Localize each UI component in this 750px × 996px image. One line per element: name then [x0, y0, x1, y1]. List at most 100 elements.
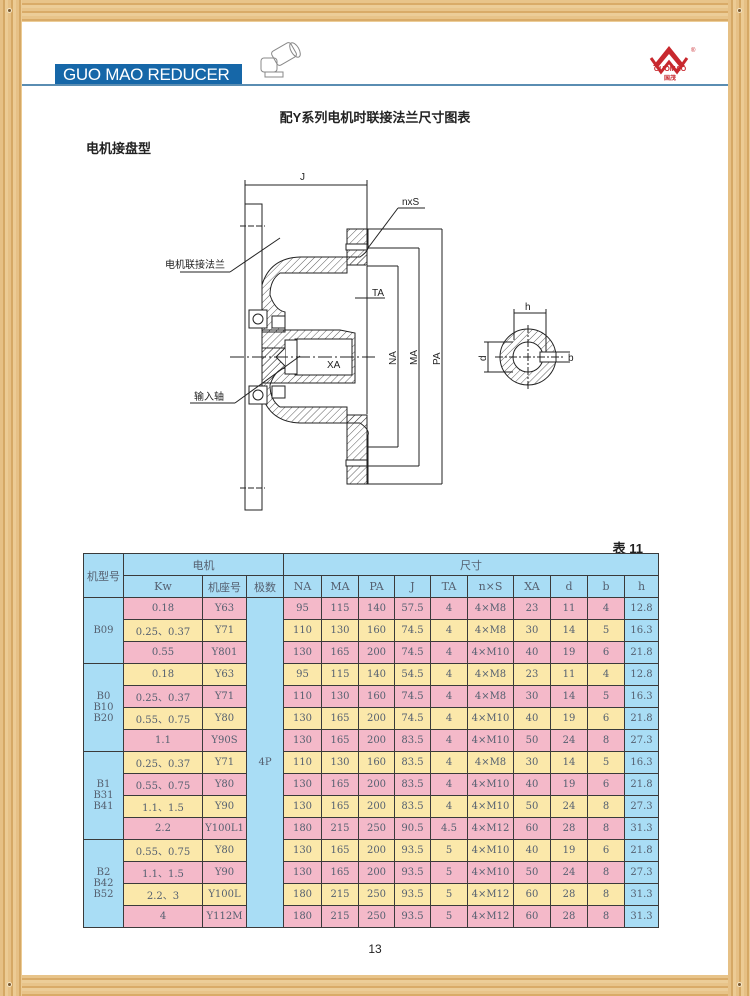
table-cell: 4 — [430, 707, 468, 730]
header-col: NA — [283, 575, 322, 598]
table-cell: 165 — [321, 641, 359, 664]
table-cell: 60 — [513, 817, 551, 840]
table-cell: 74.5 — [394, 707, 431, 730]
table-cell: 40 — [513, 707, 551, 730]
dim-nxS-label: nxS — [402, 197, 420, 208]
table-cell: 165 — [321, 795, 359, 818]
table-cell: 8 — [587, 883, 625, 906]
table-cell: 93.5 — [394, 861, 431, 884]
table-cell: 74.5 — [394, 641, 431, 664]
table-cell: 165 — [321, 729, 359, 752]
table-cell: 23 — [513, 663, 551, 686]
table-cell: 165 — [321, 707, 359, 730]
table-cell: 130 — [283, 861, 322, 884]
dim-b-label: b — [568, 353, 574, 364]
table-cell: 5 — [587, 751, 625, 774]
table-cell: 28 — [550, 905, 588, 928]
table-cell: 4×M8 — [467, 663, 514, 686]
guomao-logo: ® — [649, 46, 696, 75]
table-cell: 12.8 — [624, 597, 659, 620]
table-cell: 14 — [550, 619, 588, 642]
table-cell: 4 — [430, 773, 468, 796]
table-cell: 4×M8 — [467, 751, 514, 774]
wood-frame-top — [0, 0, 750, 22]
dim-MA-label: MA — [409, 350, 420, 365]
table-cell: 4 — [430, 641, 468, 664]
table-cell: 4×M12 — [467, 905, 514, 928]
dim-TA-label: TA — [372, 288, 384, 299]
dim-NA-label: NA — [388, 351, 399, 365]
table-cell: 2.2 — [123, 817, 203, 840]
nail-icon — [737, 8, 742, 13]
table-cell: 130 — [321, 685, 359, 708]
table-cell: 0.25、0.37 — [123, 751, 203, 774]
table-cell: Y63 — [202, 597, 247, 620]
table-cell: 200 — [358, 641, 395, 664]
table-cell: 4 — [123, 905, 203, 928]
model-name: B52 — [93, 889, 114, 900]
model-cell: B09 — [83, 597, 124, 664]
table-cell: 8 — [587, 905, 625, 928]
shaft-label: 输入轴 — [194, 390, 224, 403]
header-col: b — [587, 575, 625, 598]
table-cell: 6 — [587, 773, 625, 796]
table-cell: 160 — [358, 685, 395, 708]
table-cell: 4×M10 — [467, 861, 514, 884]
model-name: B1 — [96, 779, 111, 790]
table-cell: 83.5 — [394, 729, 431, 752]
header-poles: 极数 — [246, 575, 284, 598]
table-cell: 24 — [550, 795, 588, 818]
table-cell: 130 — [321, 751, 359, 774]
table-cell: 110 — [283, 685, 322, 708]
table-cell: 250 — [358, 817, 395, 840]
table-cell: Y90S — [202, 729, 247, 752]
table-cell: 23 — [513, 597, 551, 620]
table-cell: Y100L1 — [202, 817, 247, 840]
table-cell: 6 — [587, 839, 625, 862]
wood-frame-left — [0, 0, 22, 996]
table-cell: 200 — [358, 707, 395, 730]
table-cell: 30 — [513, 751, 551, 774]
header-col: MA — [321, 575, 359, 598]
table-cell: 4×M10 — [467, 795, 514, 818]
table-cell: 4 — [430, 751, 468, 774]
table-cell: 57.5 — [394, 597, 431, 620]
table-cell: 6 — [587, 641, 625, 664]
table-cell: 8 — [587, 817, 625, 840]
table-cell: 5 — [587, 619, 625, 642]
table-cell: 4.5 — [430, 817, 468, 840]
table-cell: 200 — [358, 795, 395, 818]
table-cell: 200 — [358, 861, 395, 884]
flange-drawing: J nxS TA XA NA MA PA 电机联接法兰 输入轴 h d b — [165, 172, 574, 511]
poles-cell: 4P — [246, 597, 284, 928]
table-cell: 180 — [283, 817, 322, 840]
table-cell: 28 — [550, 817, 588, 840]
table-cell: 130 — [283, 729, 322, 752]
table-cell: 30 — [513, 619, 551, 642]
table-cell: 95 — [283, 663, 322, 686]
table-cell: 5 — [430, 883, 468, 906]
header-motor: 电机 — [123, 553, 284, 576]
table-cell: 19 — [550, 773, 588, 796]
table-cell: 4×M10 — [467, 707, 514, 730]
header-kw: Kw — [123, 575, 203, 598]
header-col: h — [624, 575, 659, 598]
table-cell: 110 — [283, 619, 322, 642]
model-name: B31 — [93, 790, 114, 801]
table-cell: 4×M10 — [467, 729, 514, 752]
table-cell: 215 — [321, 883, 359, 906]
table-cell: Y71 — [202, 751, 247, 774]
table-cell: 4×M10 — [467, 641, 514, 664]
table-cell: 250 — [358, 905, 395, 928]
table-cell: 140 — [358, 597, 395, 620]
header-col: d — [550, 575, 588, 598]
